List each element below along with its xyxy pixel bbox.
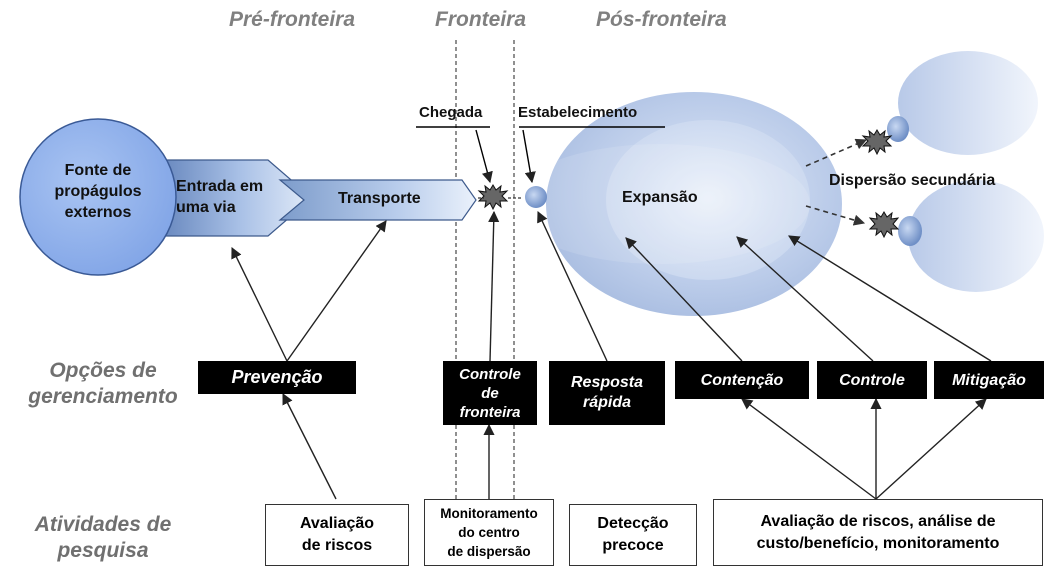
transport-label: Transporte [338,190,421,207]
establishment-dot [525,186,547,208]
control-box: Controle [817,361,927,399]
phase-border: Fronteira [435,8,527,31]
containment-box: Contenção [675,361,809,399]
secondary-star-icon-top [861,129,893,156]
secondary-blob-bottom [908,180,1044,292]
phase-pre-border: Pré-fronteira [229,8,356,31]
mitigation-box: Mitigação [934,361,1044,399]
expansion-label: Expansão [622,189,698,206]
arrival-label: Chegada [419,104,483,121]
secondary-dispersal-label: Dispersão secundária [829,172,996,189]
secondary-star-icon-bottom [868,211,900,239]
arrival-star-icon [477,184,509,211]
transport-shape [278,179,477,221]
secondary-blob-top [898,51,1038,155]
establishment-label: Estabelecimento [518,104,638,121]
expansion-inner [606,120,810,280]
source-circle [19,118,177,276]
prevention-box: Prevenção [198,361,356,394]
phase-post-border: Pós-fronteira [596,8,727,31]
